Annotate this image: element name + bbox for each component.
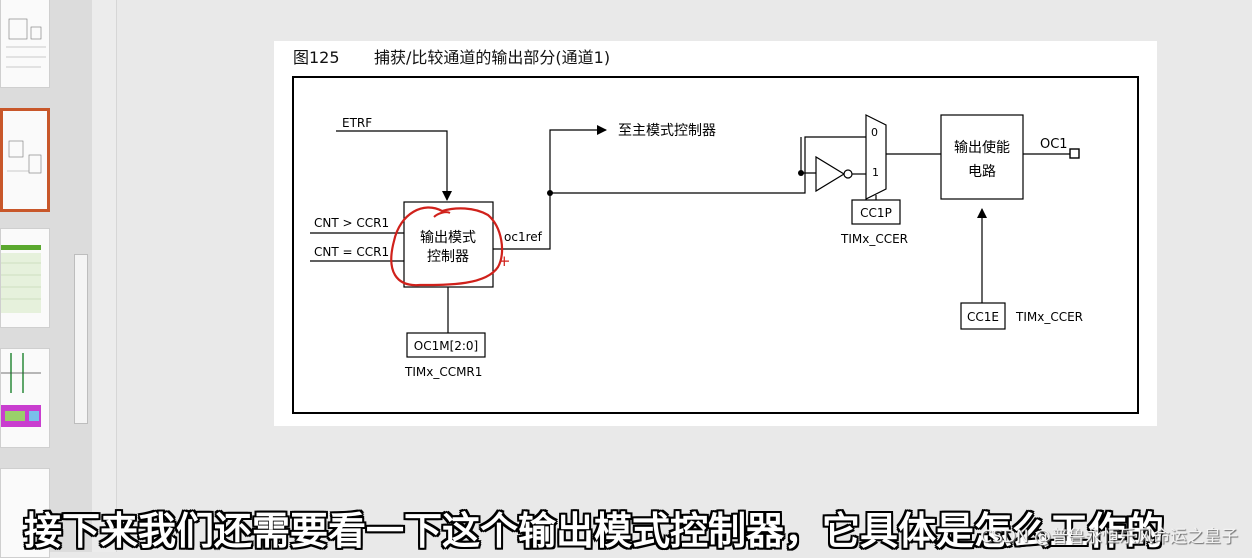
slide-thumbnail-2-selected[interactable] (0, 108, 50, 212)
enable-circuit-label-line1: 输出使能 (954, 139, 1010, 156)
video-subtitle: 接下来我们还需要看一下这个输出模式控制器，它具体是怎么工作的 (24, 509, 1165, 553)
slide-thumbnail-panel (0, 0, 93, 558)
cnt-gt-ccr1-label: CNT > CCR1 (314, 216, 389, 230)
ccmr1-register-label: TIMx_CCMR1 (404, 365, 482, 379)
cc1p-register-box (851, 199, 901, 225)
ccer-register-label-polarity: TIMx_CCER (840, 232, 908, 246)
oc1m-label: OC1M[2:0] (414, 339, 479, 353)
oc1-label: OC1 (1040, 137, 1068, 152)
panel-divider (92, 0, 117, 552)
mode-controller-label-line1: 输出模式 (420, 230, 476, 246)
mux-input-0-label: 0 (871, 126, 878, 139)
ccer-register-label-enable: TIMx_CCER (1015, 310, 1083, 324)
oc1-pin (1069, 148, 1080, 159)
to-master-mode-controller-label: 至主模式控制器 (618, 123, 716, 139)
cc1p-label: CC1P (860, 206, 892, 220)
thumbnail-diagram (1, 353, 41, 427)
thumbnail-table (1, 245, 41, 313)
etrf-signal-line (336, 130, 452, 201)
slide-thumbnail-1[interactable] (0, 0, 50, 88)
inverter-input-line (800, 137, 816, 174)
cursor-plus-mark: + (498, 252, 511, 270)
mode-controller-label-line2: 控制器 (427, 249, 469, 265)
slide-thumbnail-4[interactable] (0, 348, 50, 448)
figure-title: 捕获/比较通道的输出部分(通道1) (374, 48, 610, 67)
polarity-mux (865, 114, 887, 200)
cc1e-label: CC1E (967, 310, 999, 324)
output-enable-circuit-block (940, 114, 1024, 200)
slide-canvas: 图125 捕获/比较通道的输出部分(通道1) ETRF CNT > CCR1 C… (274, 41, 1157, 426)
csdn-watermark: CSDN @普鲁永恒乐风命运之皇子 (980, 527, 1238, 547)
mux-input-1-label: 1 (872, 166, 879, 179)
slide-thumbnail-3[interactable] (0, 228, 50, 328)
thumbnail-diagram (7, 140, 42, 174)
oc1m-register-box (406, 332, 486, 358)
output-section-diagram: 图125 捕获/比较通道的输出部分(通道1) ETRF CNT > CCR1 C… (292, 48, 1139, 414)
inverter-gate (815, 155, 846, 193)
enable-circuit-label-line2: 电路 (968, 164, 996, 180)
figure-frame (292, 76, 1139, 414)
thumbnail-scrollbar[interactable] (74, 254, 88, 424)
red-circle-annotation (390, 206, 504, 287)
red-annotation-tick (433, 211, 451, 218)
inverter-bubble (843, 169, 853, 179)
oc1ref-label: oc1ref (504, 230, 543, 244)
cnt-eq-ccr1-label: CNT = CCR1 (314, 245, 389, 259)
etrf-label: ETRF (342, 116, 372, 130)
oc1ref-to-mux0-line (550, 136, 866, 194)
oc1ref-to-master-line (493, 125, 607, 250)
cc1e-register-box (960, 302, 1006, 330)
thumbnail-diagram (6, 18, 46, 68)
figure-number: 图125 (293, 48, 340, 67)
